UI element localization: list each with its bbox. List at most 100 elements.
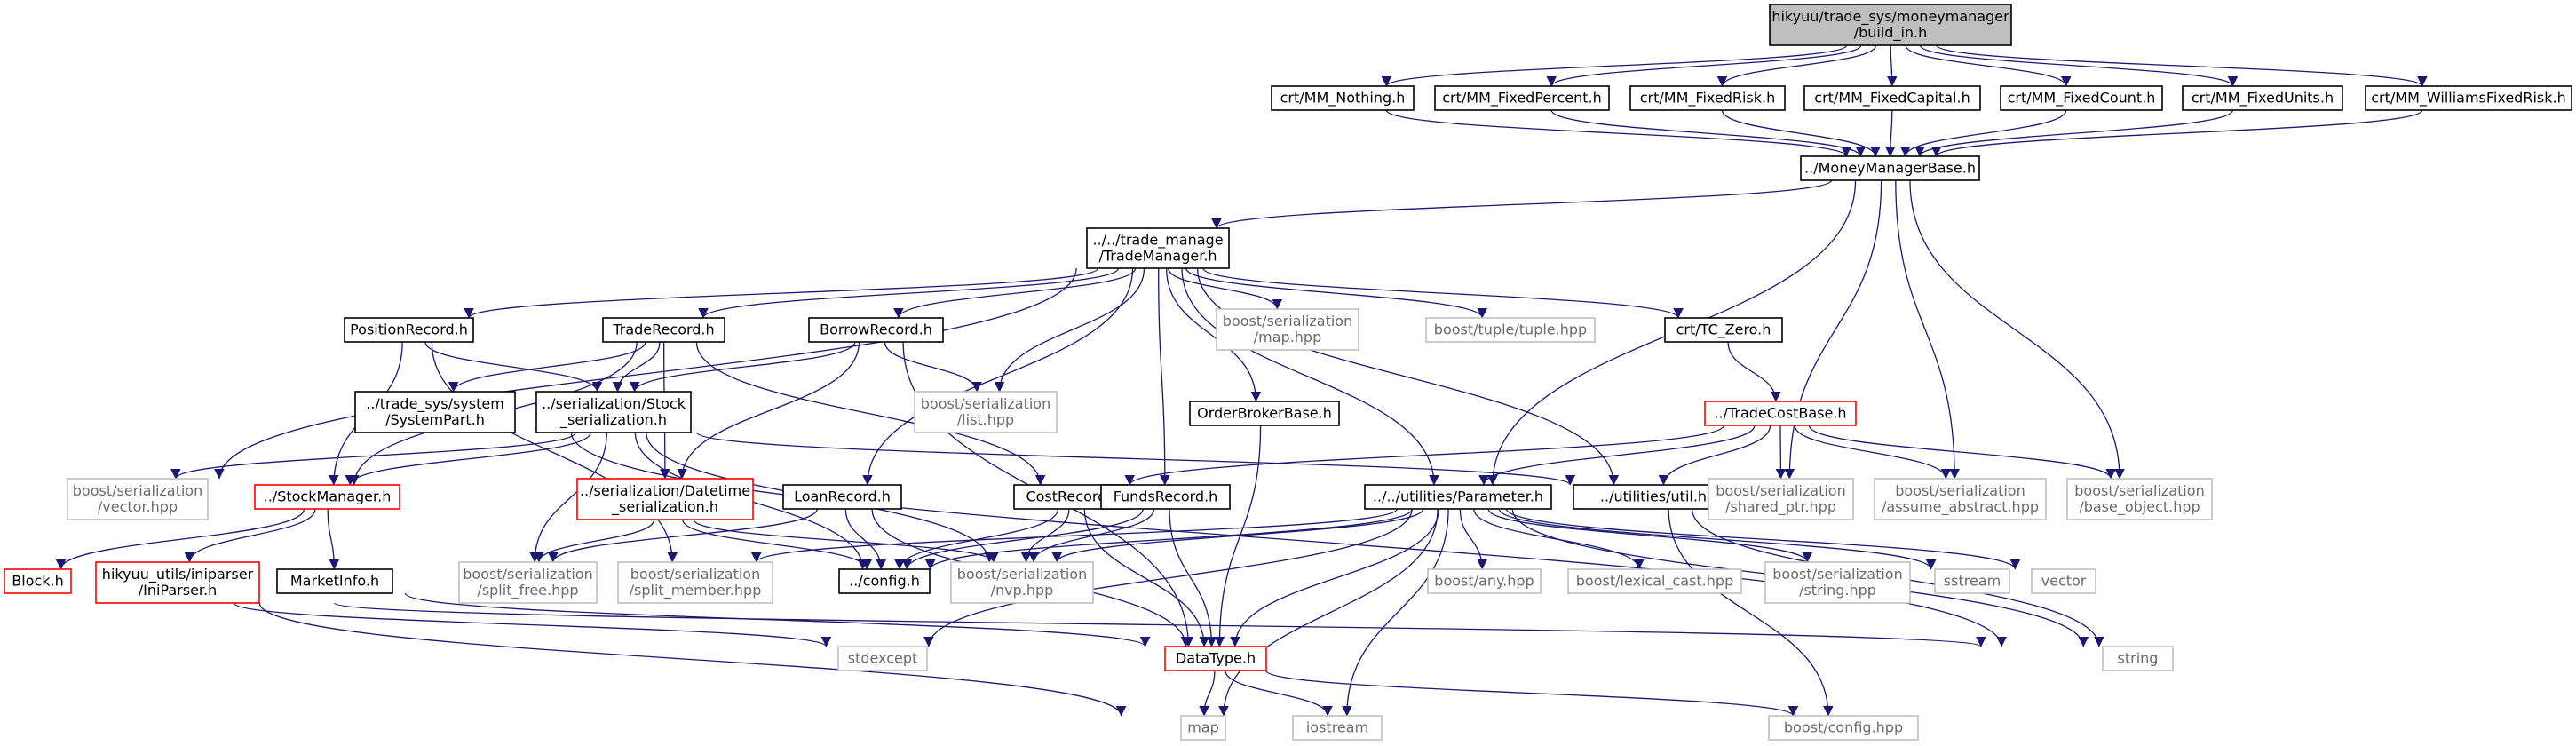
edge-stock_ser-to-util (696, 432, 1575, 486)
node-loanrecord[interactable]: LoanRecord.h (782, 484, 902, 510)
node-label-parameter-line-0: ../../utilities/Parameter.h (1373, 488, 1543, 505)
node-ser_nvp[interactable]: boost/serialization/nvp.hpp (950, 561, 1094, 604)
node-block[interactable]: Block.h (4, 568, 72, 594)
node-ser_split_free[interactable]: boost/serialization/split_free.hpp (458, 561, 598, 604)
node-mm_fixedunits[interactable]: crt/MM_FixedUnits.h (2182, 85, 2343, 111)
edge-marketinfo-to-datatype (404, 592, 1151, 647)
node-ser_assume_abstract[interactable]: boost/serialization/assume_abstract.hpp (1874, 478, 2047, 520)
node-box-ser_list (914, 391, 1058, 433)
node-label-ser_base_object-line-0: boost/serialization (2074, 482, 2204, 499)
node-stdexcept[interactable]: stdexcept (837, 646, 928, 671)
node-label-costrecord-line-0: CostRecord.h (1026, 488, 1120, 505)
node-ser_shared_ptr[interactable]: boost/serialization/shared_ptr.hpp (1708, 478, 1854, 520)
node-iostream[interactable]: iostream (1292, 715, 1383, 741)
node-positionrecord[interactable]: PositionRecord.h (344, 317, 474, 343)
edge-mm_williams-to-moneymanagerbase (1931, 109, 2423, 157)
node-util[interactable]: ../utilities/util.h (1573, 484, 1734, 510)
node-string[interactable]: string (2102, 646, 2174, 671)
node-vector[interactable]: vector (2031, 568, 2096, 594)
node-box-build_in (1769, 4, 2012, 46)
node-mm_williams[interactable]: crt/MM_WilliamsFixedRisk.h (2365, 85, 2572, 111)
node-traderecord[interactable]: TradeRecord.h (602, 317, 725, 343)
node-box-tc_zero (1664, 317, 1783, 343)
node-sstream[interactable]: sstream (1934, 568, 2010, 594)
node-label-loanrecord-line-0: LoanRecord.h (794, 488, 891, 505)
node-box-mm_fixedunits (2182, 85, 2343, 111)
node-marketinfo[interactable]: MarketInfo.h (276, 568, 393, 594)
edge-trademanager-to-fundsrecord (1158, 267, 1170, 486)
node-parameter[interactable]: ../../utilities/Parameter.h (1364, 484, 1552, 510)
node-box-mm_williams (2365, 85, 2572, 111)
node-label-boost_config-line-0: boost/config.hpp (1784, 719, 1903, 736)
node-box-stdexcept (837, 646, 928, 671)
edge-borrowrecord-to-stock_ser (629, 341, 856, 393)
edge-mm_fixedpercent-to-moneymanagerbase (1550, 109, 1867, 157)
node-box-fundsrecord (1100, 484, 1231, 510)
node-label-tc_zero-line-0: crt/TC_Zero.h (1676, 321, 1771, 339)
node-label-ser_vector-line-0: boost/serialization (73, 482, 202, 499)
node-ser_map[interactable]: boost/serialization/map.hpp (1216, 308, 1359, 351)
node-stock_ser[interactable]: ../serialization/Stock_serialization.h (535, 391, 692, 433)
node-tradecostbase[interactable]: ../TradeCostBase.h (1704, 401, 1857, 426)
node-box-positionrecord (344, 317, 474, 343)
node-lexical_cast[interactable]: boost/lexical_cast.hpp (1567, 568, 1742, 594)
node-orderbrokerbase[interactable]: OrderBrokerBase.h (1189, 401, 1340, 426)
node-label-ser_nvp-line-0: boost/serialization (957, 566, 1087, 583)
node-box-datatype (1164, 646, 1267, 671)
node-mm_fixedcapital[interactable]: crt/MM_FixedCapital.h (1803, 85, 1981, 111)
node-label-ser_string-line-1: /string.hpp (1799, 582, 1876, 599)
node-label-trademanager-line-1: /TradeManager.h (1098, 248, 1217, 265)
edge-moneymanagerbase-to-ser_shared_ptr (1784, 179, 1882, 480)
node-label-ser_nvp-line-1: /nvp.hpp (991, 582, 1054, 599)
node-ser_split_member[interactable]: boost/serialization/split_member.hpp (617, 561, 773, 604)
node-label-positionrecord-line-0: PositionRecord.h (350, 321, 468, 338)
edge-iniparser-to-map (258, 602, 1127, 717)
edge-tradecostbase-to-ser_assume_abstract (1794, 425, 1952, 480)
node-ser_list[interactable]: boost/serialization/list.hpp (914, 391, 1058, 433)
node-mm_nothing[interactable]: crt/MM_Nothing.h (1271, 85, 1415, 111)
node-config_h[interactable]: ../config.h (838, 568, 931, 594)
edge-util-to-boost_config (1668, 508, 1834, 717)
nodes-layer: hikyuu/trade_sys/moneymanager/build_in.h… (4, 4, 2572, 741)
node-label-build_in-line-1: /build_in.h (1854, 24, 1928, 42)
node-moneymanagerbase[interactable]: ../MoneyManagerBase.h (1800, 155, 1980, 181)
node-label-traderecord-line-0: TradeRecord.h (612, 321, 714, 338)
node-label-moneymanagerbase-line-0: ../MoneyManagerBase.h (1804, 160, 1976, 177)
node-map[interactable]: map (1180, 715, 1226, 741)
node-systempart[interactable]: ../trade_sys/system/SystemPart.h (354, 391, 516, 433)
node-box-any (1427, 568, 1542, 594)
node-box-systempart (354, 391, 516, 433)
node-build_in[interactable]: hikyuu/trade_sys/moneymanager/build_in.h (1769, 4, 2012, 46)
node-fundsrecord[interactable]: FundsRecord.h (1100, 484, 1231, 510)
node-boost_config[interactable]: boost/config.hpp (1768, 715, 1919, 741)
node-ser_base_object[interactable]: boost/serialization/base_object.hpp (2066, 478, 2213, 520)
node-ser_vector[interactable]: boost/serialization/vector.hpp (67, 478, 209, 520)
node-mm_fixedcount[interactable]: crt/MM_FixedCount.h (2000, 85, 2163, 111)
node-box-sstream (1934, 568, 2010, 594)
node-box-ser_split_free (458, 561, 598, 604)
node-box-config_h (838, 568, 931, 594)
node-label-ser_list-line-1: /list.hpp (957, 411, 1014, 428)
node-datetime_ser[interactable]: ../serialization/Datetime_serialization.… (576, 478, 754, 520)
node-label-ser_map-line-0: boost/serialization (1223, 313, 1352, 329)
edge-loanrecord-to-ser_split_free (548, 508, 818, 563)
node-label-ser_split_member-line-0: boost/serialization (630, 566, 760, 583)
node-ser_string[interactable]: boost/serialization/string.hpp (1764, 561, 1911, 604)
node-any[interactable]: boost/any.hpp (1427, 568, 1542, 594)
node-datatype[interactable]: DataType.h (1164, 646, 1267, 671)
edge-parameter-to-vector (1505, 508, 2021, 570)
edge-mm_fixedrisk-to-moneymanagerbase (1721, 109, 1881, 157)
node-borrowrecord[interactable]: BorrowRecord.h (808, 317, 944, 343)
node-tc_zero[interactable]: crt/TC_Zero.h (1664, 317, 1783, 343)
edge-trademanager-to-tuple (1185, 267, 1487, 319)
node-mm_fixedpercent[interactable]: crt/MM_FixedPercent.h (1434, 85, 1610, 111)
node-mm_fixedrisk[interactable]: crt/MM_FixedRisk.h (1629, 85, 1786, 111)
node-box-loanrecord (782, 484, 902, 510)
node-tuple[interactable]: boost/tuple/tuple.hpp (1425, 317, 1596, 343)
node-trademanager[interactable]: ../../trade_manage/TradeManager.h (1086, 227, 1230, 269)
edge-traderecord-to-costrecord (695, 341, 1046, 486)
node-stockmanager[interactable]: ../StockManager.h (254, 484, 400, 510)
edge-trademanager-to-tc_zero (1202, 267, 1684, 319)
node-iniparser[interactable]: hikyuu_utils/iniparser/IniParser.h (95, 561, 260, 604)
